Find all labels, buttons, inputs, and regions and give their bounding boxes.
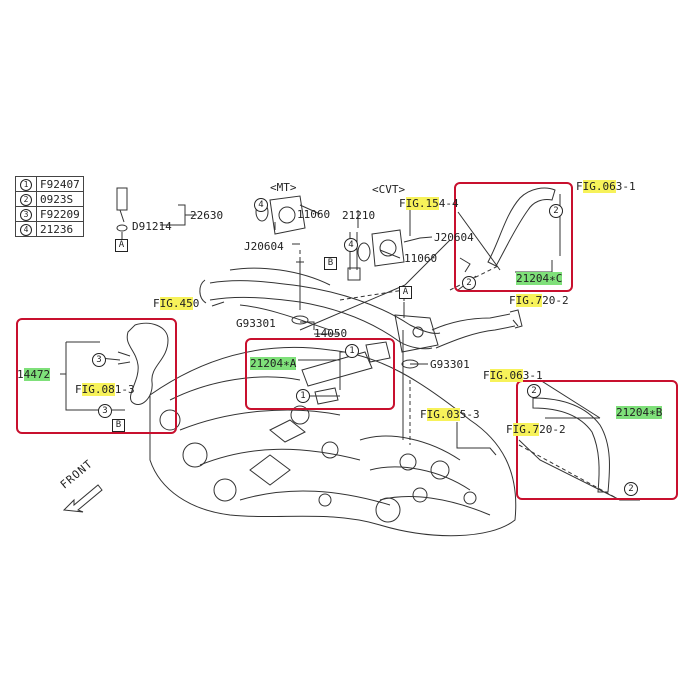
fig-ref-prefix: F (483, 369, 490, 382)
legend-num-3: 3 (20, 209, 32, 221)
marker-1-hose-a-bottom: 1 (296, 389, 310, 403)
fig-ref-450[interactable]: FIG.450 (153, 297, 199, 310)
fig-ref-highlight: IG.08 (81, 383, 115, 396)
legend-code-2: 0923S (36, 191, 84, 207)
callout-box-21204-a (245, 338, 395, 410)
fig-ref-063-1-bottom[interactable]: FIG.063-1 (483, 369, 543, 382)
label-d91214: D91214 (132, 220, 172, 233)
part-21204-c[interactable]: 21204∗C (516, 272, 563, 285)
fig-ref-highlight: IG.03 (426, 408, 460, 421)
marker-2-hose-b-bottom: 2 (624, 482, 638, 496)
label-cvt: <CVT> (372, 183, 406, 196)
legend-table: 1 F92407 2 0923S 3 F92209 4 21236 (15, 176, 84, 237)
label-21210: 21210 (342, 209, 376, 222)
callout-box-14472 (16, 318, 177, 434)
part-14472[interactable]: 14472 (17, 368, 51, 381)
fig-ref-highlight: IG.7 (515, 294, 543, 307)
fig-ref-suffix: 20-2 (542, 294, 569, 307)
fig-ref-prefix: F (506, 423, 513, 436)
marker-2-hose-c-top: 2 (549, 204, 563, 218)
fig-ref-highlight: IG.06 (582, 180, 616, 193)
marker-2-hose-c-bottom: 2 (462, 276, 476, 290)
label-g93301-right: G93301 (430, 358, 470, 371)
marker-a-pipe: A (399, 286, 412, 299)
fig-ref-suffix: 4-4 (438, 197, 459, 210)
label-g93301-left: G93301 (236, 317, 276, 330)
fig-ref-prefix: F (509, 294, 516, 307)
legend-row: 1 F92407 (15, 176, 84, 192)
legend-code-4: 21236 (36, 221, 84, 237)
legend-code-1: F92407 (36, 176, 84, 192)
marker-b-pipe: B (324, 257, 337, 270)
label-j20604-left: J20604 (244, 240, 284, 253)
fig-ref-081-3[interactable]: FIG.081-3 (75, 383, 135, 396)
label-14050: 14050 (314, 327, 348, 340)
fig-ref-prefix: F (399, 197, 406, 210)
fig-ref-suffix: 0 (192, 297, 200, 310)
fig-ref-suffix: 3-1 (522, 369, 543, 382)
fig-ref-720-2-top[interactable]: FIG.720-2 (509, 294, 569, 307)
fig-ref-720-2-bottom[interactable]: FIG.720-2 (506, 423, 566, 436)
fig-ref-prefix: F (420, 408, 427, 421)
legend-code-3: F92209 (36, 206, 84, 222)
fig-ref-highlight: IG.06 (489, 369, 523, 382)
fig-ref-prefix: F (576, 180, 583, 193)
fig-ref-highlight: IG.15 (405, 197, 439, 210)
marker-b-hose: B (112, 419, 125, 432)
fig-ref-highlight: IG.7 (512, 423, 540, 436)
marker-2-hose-b-top: 2 (527, 384, 541, 398)
label-11060-cvt: 11060 (404, 252, 438, 265)
fig-ref-suffix: 1-3 (114, 383, 135, 396)
fig-ref-suffix: 20-2 (539, 423, 566, 436)
fig-ref-highlight: IG.45 (159, 297, 193, 310)
callout-box-21204-c (454, 182, 573, 292)
part-highlight: 4472 (23, 368, 51, 381)
legend-row: 4 21236 (15, 221, 84, 237)
marker-4-cvt: 4 (344, 238, 358, 252)
label-22630: 22630 (190, 209, 224, 222)
fig-ref-prefix: F (153, 297, 160, 310)
fig-ref-suffix: 5-3 (459, 408, 480, 421)
fig-ref-suffix: 3-1 (615, 180, 636, 193)
label-mt: <MT> (270, 181, 297, 194)
label-j20604-right: J20604 (434, 231, 474, 244)
marker-a-sensor: A (115, 239, 128, 252)
part-21204-b[interactable]: 21204∗B (616, 406, 663, 419)
label-11060-mt: 11060 (297, 208, 331, 221)
fig-ref-035-3[interactable]: FIG.035-3 (420, 408, 480, 421)
fig-ref-063-1-top[interactable]: FIG.063-1 (576, 180, 636, 193)
part-21204-a[interactable]: 21204∗A (250, 357, 297, 370)
marker-1-hose-a-top: 1 (345, 344, 359, 358)
legend-num-2: 2 (20, 194, 32, 206)
legend-row: 3 F92209 (15, 206, 84, 222)
marker-3-hose-top: 3 (92, 353, 106, 367)
marker-3-hose-bottom: 3 (98, 404, 112, 418)
fig-ref-prefix: F (75, 383, 82, 396)
marker-4-mt: 4 (254, 198, 268, 212)
callout-box-21204-b (516, 380, 678, 500)
legend-row: 2 0923S (15, 191, 84, 207)
fig-ref-154-4[interactable]: FIG.154-4 (399, 197, 459, 210)
part-prefix: 1 (17, 368, 24, 381)
legend-num-1: 1 (20, 179, 32, 191)
legend-num-4: 4 (20, 224, 32, 236)
